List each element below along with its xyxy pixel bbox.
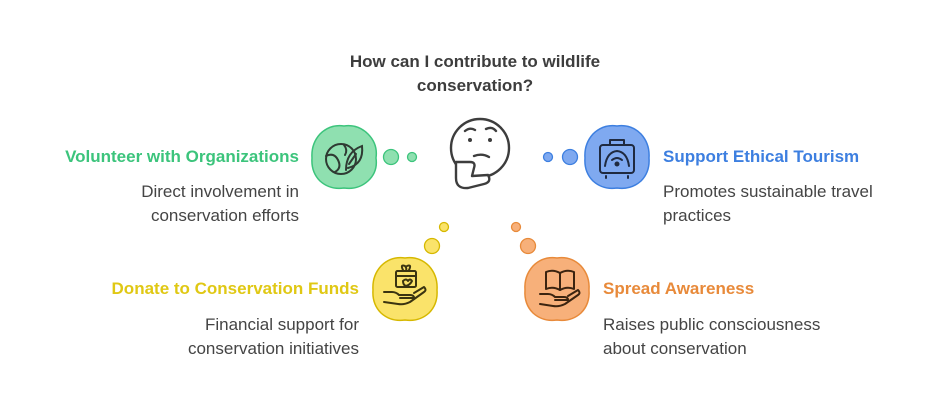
question-title: How can I contribute to wildlife conserv…	[300, 50, 650, 98]
donate-title: Donate to Conservation Funds	[111, 279, 359, 298]
tourism-bubble	[584, 124, 650, 190]
connector-dots-tourism	[542, 148, 579, 166]
tourism-description: Promotes sustainable travel practices	[663, 180, 873, 228]
connector-dots-volunteer	[382, 148, 418, 166]
donate-description: Financial support for conservation initi…	[188, 313, 359, 361]
question-line-2: conservation?	[416, 76, 534, 95]
tourism-desc-line-1: Promotes sustainable travel	[663, 182, 873, 201]
volunteer-bubble	[311, 124, 378, 190]
volunteer-title: Volunteer with Organizations	[65, 147, 299, 166]
volunteer-desc-line-2: conservation efforts	[150, 206, 299, 225]
volunteer-description: Direct involvement in conservation effor…	[141, 180, 299, 228]
connector-dots-awareness	[510, 221, 537, 255]
book-hand-icon	[539, 269, 581, 308]
awareness-bubble	[524, 256, 590, 322]
suitcase-icon	[599, 139, 635, 179]
awareness-title: Spread Awareness	[603, 279, 755, 298]
donate-desc-line-2: conservation initiatives	[187, 339, 359, 358]
awareness-desc-line-1: Raises public consciousness	[603, 315, 821, 334]
donate-bubble	[372, 256, 438, 322]
donate-desc-line-1: Financial support for	[204, 315, 359, 334]
thinking-face-icon	[449, 117, 511, 190]
tourism-desc-line-2: practices	[663, 206, 732, 225]
connector-dots-donate	[423, 221, 450, 255]
gift-hand-icon	[383, 264, 427, 306]
question-line-1: How can I contribute to wildlife	[349, 52, 601, 71]
awareness-description: Raises public consciousness about conser…	[603, 313, 820, 361]
globe-leaf-icon	[325, 143, 364, 175]
awareness-desc-line-2: about conservation	[603, 339, 747, 358]
volunteer-desc-line-1: Direct involvement in	[141, 182, 299, 201]
tourism-title: Support Ethical Tourism	[663, 147, 860, 166]
